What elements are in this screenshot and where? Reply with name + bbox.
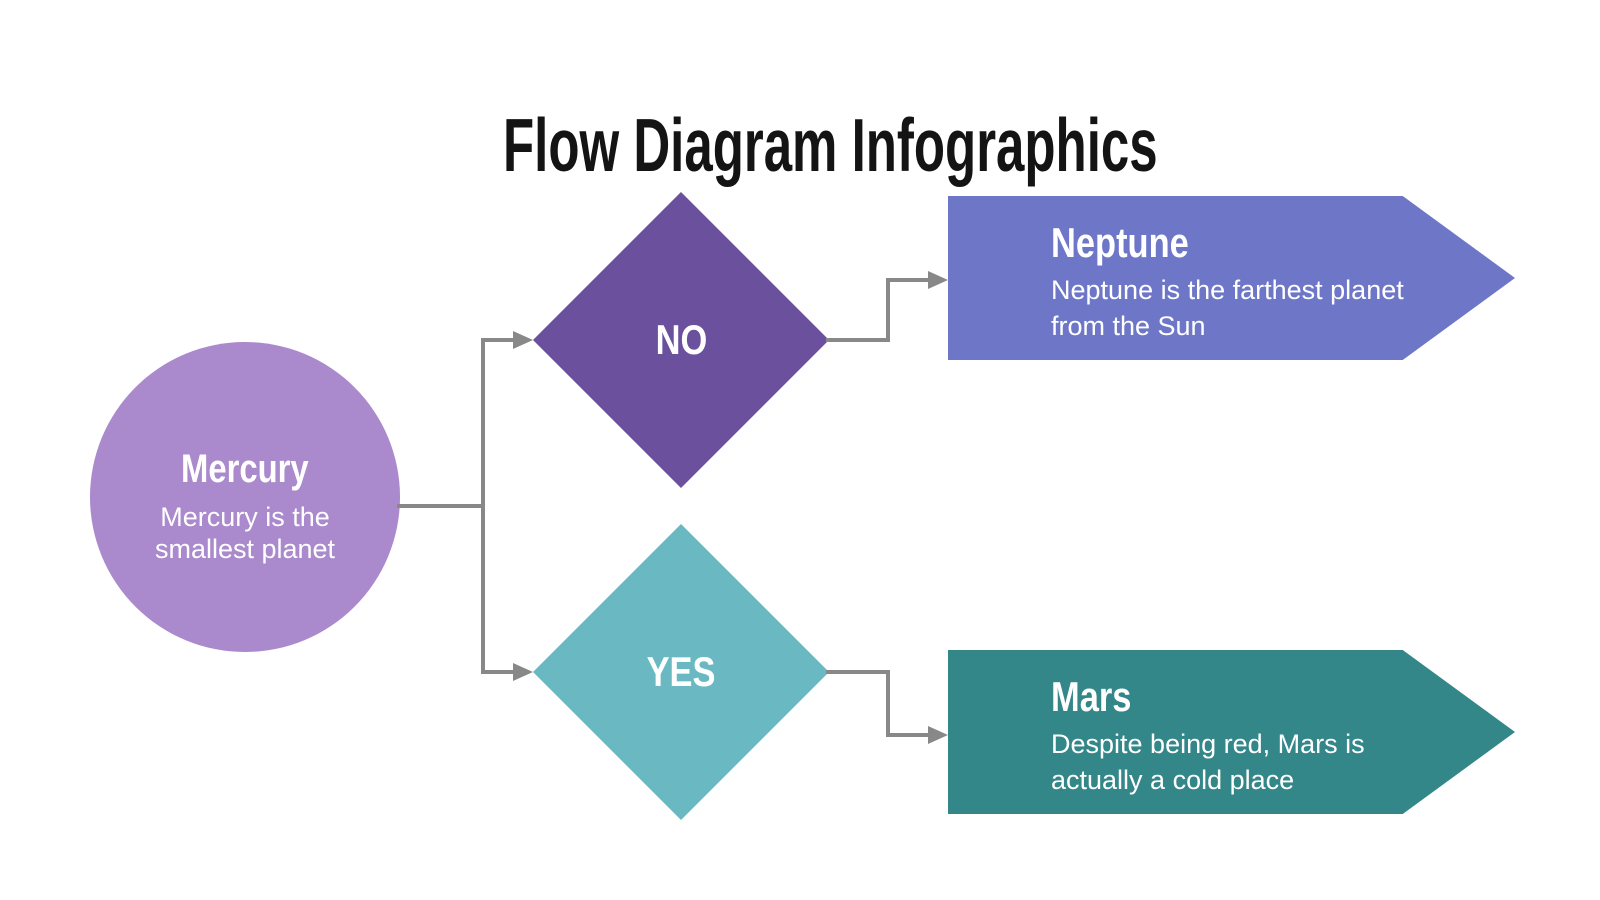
- outcome-mars-banner: Mars Despite being red, Mars is actually…: [948, 650, 1515, 814]
- decision-yes-label-text: YES: [646, 648, 716, 695]
- decision-no-label-text: NO: [655, 316, 707, 363]
- connector-trunk-vertical: [481, 338, 485, 674]
- mercury-node-description: Mercury is the smallest planet: [154, 501, 336, 564]
- decision-no-label: NO: [650, 316, 713, 364]
- connector-branch-no: [481, 338, 517, 342]
- neptune-title: Neptune: [1051, 218, 1515, 266]
- mercury-node-title-text: Mercury: [181, 446, 309, 491]
- connector-no-horizontal: [826, 338, 890, 342]
- neptune-description: Neptune is the farthest planet from the …: [1051, 274, 1404, 341]
- connector-yes-vertical: [886, 670, 890, 737]
- page-title: Flow Diagram Infographics: [60, 102, 1600, 188]
- decision-yes-diamond: YES: [533, 524, 829, 820]
- page-title-text: Flow Diagram Infographics: [502, 103, 1158, 188]
- connector-mercury-horizontal: [397, 504, 485, 508]
- connector-no-to-neptune: [886, 278, 930, 282]
- connector-yes-to-mars: [886, 733, 930, 737]
- mercury-node-title: Mercury: [167, 447, 323, 491]
- mars-description: Despite being red, Mars is actually a co…: [1051, 728, 1365, 795]
- connector-no-vertical: [886, 278, 890, 342]
- neptune-title-text: Neptune: [1051, 218, 1189, 266]
- decision-yes-label: YES: [639, 648, 723, 696]
- mars-title: Mars: [1051, 672, 1515, 720]
- decision-no-diamond: NO: [533, 192, 829, 488]
- arrow-right-icon: [928, 271, 948, 289]
- outcome-neptune-banner: Neptune Neptune is the farthest planet f…: [948, 196, 1515, 360]
- arrow-right-icon: [513, 331, 533, 349]
- arrow-right-icon: [928, 726, 948, 744]
- mars-title-text: Mars: [1051, 672, 1132, 720]
- connector-yes-horizontal: [826, 670, 890, 674]
- mercury-node-circle: Mercury Mercury is the smallest planet: [90, 342, 400, 652]
- connector-branch-yes: [481, 670, 517, 674]
- arrow-right-icon: [513, 663, 533, 681]
